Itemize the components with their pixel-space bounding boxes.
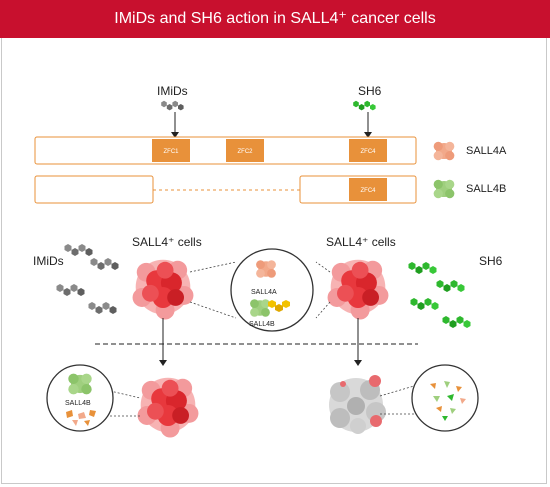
sh6-molecule-icon xyxy=(436,280,465,292)
down-arrowhead-right xyxy=(354,360,362,366)
sh6-molecule-icon xyxy=(410,298,439,310)
zfc4-label-a: ZFC4 xyxy=(361,149,377,155)
middle-imids-label: IMiDs xyxy=(33,254,64,268)
sall4a-protein-bar xyxy=(34,136,417,165)
sall4b-protein-icon xyxy=(433,179,455,199)
sh6-bound-molecule-icon xyxy=(268,300,290,312)
sh6-molecule-icon xyxy=(408,262,437,274)
zfc4-domain-a xyxy=(349,139,387,162)
zoom-line xyxy=(189,261,237,273)
top-imids-label: IMiDs xyxy=(157,84,188,98)
imid-molecule-icon xyxy=(88,302,117,314)
degraded-protein-fragments xyxy=(430,381,466,421)
legend-sall4b-label: SALL4B xyxy=(466,183,507,195)
zoom-line xyxy=(379,385,415,397)
sall4b-left-segment xyxy=(34,175,154,204)
figure-title: IMiDs and SH6 action in SALL4⁺ cancer ce… xyxy=(114,10,436,27)
imid-arrowhead xyxy=(171,132,179,138)
zfc4-domain-b xyxy=(349,178,387,201)
imid-molecule-icon xyxy=(64,244,93,256)
zoom-sall4a-label: SALL4A xyxy=(251,289,277,296)
zfc2-label: ZFC2 xyxy=(238,149,254,155)
middle-sh6-label: SH6 xyxy=(479,254,503,268)
sh6-molecule-icon xyxy=(353,100,376,111)
sall4a-protein-icon xyxy=(256,260,276,278)
sall4a-protein-icon xyxy=(433,141,455,161)
zoom-circle-bottom-left xyxy=(46,364,114,432)
cells-right-label: SALL4⁺ cells xyxy=(326,235,396,249)
sall4b-protein-icon xyxy=(250,299,270,317)
zoom-line xyxy=(189,301,237,319)
zoom-line xyxy=(315,261,331,273)
zoom-circle-bottom-right xyxy=(411,364,479,432)
zfc1-domain xyxy=(152,139,190,162)
zoom-line xyxy=(315,301,331,319)
cell-cluster-icon xyxy=(137,377,199,438)
imid-molecule-icon xyxy=(161,100,184,111)
imid-molecule-icon xyxy=(56,284,85,296)
bottom-zoom-sall4b-label: SALL4B xyxy=(65,400,91,407)
zfc1-label: ZFC1 xyxy=(164,149,180,155)
degraded-sall4a-fragments xyxy=(66,410,96,426)
cells-left-label: SALL4⁺ cells xyxy=(132,235,202,249)
cell-cluster-icon xyxy=(132,259,194,320)
imid-molecule-icon xyxy=(90,258,119,270)
title-banner xyxy=(0,0,550,38)
down-arrowhead-left xyxy=(159,360,167,366)
cell-cluster-icon xyxy=(327,259,389,320)
legend-sall4a-label: SALL4A xyxy=(466,145,507,157)
degraded-cell-cluster-icon xyxy=(329,375,386,434)
sall4b-protein-icon xyxy=(68,373,92,395)
zfc2-domain xyxy=(226,139,264,162)
top-sh6-label: SH6 xyxy=(358,84,382,98)
sh6-molecule-icon xyxy=(442,316,471,328)
zoom-sall4b-label: SALL4B xyxy=(249,321,275,328)
zfc4-label-b: ZFC4 xyxy=(361,188,377,194)
sh6-arrowhead xyxy=(364,132,372,138)
